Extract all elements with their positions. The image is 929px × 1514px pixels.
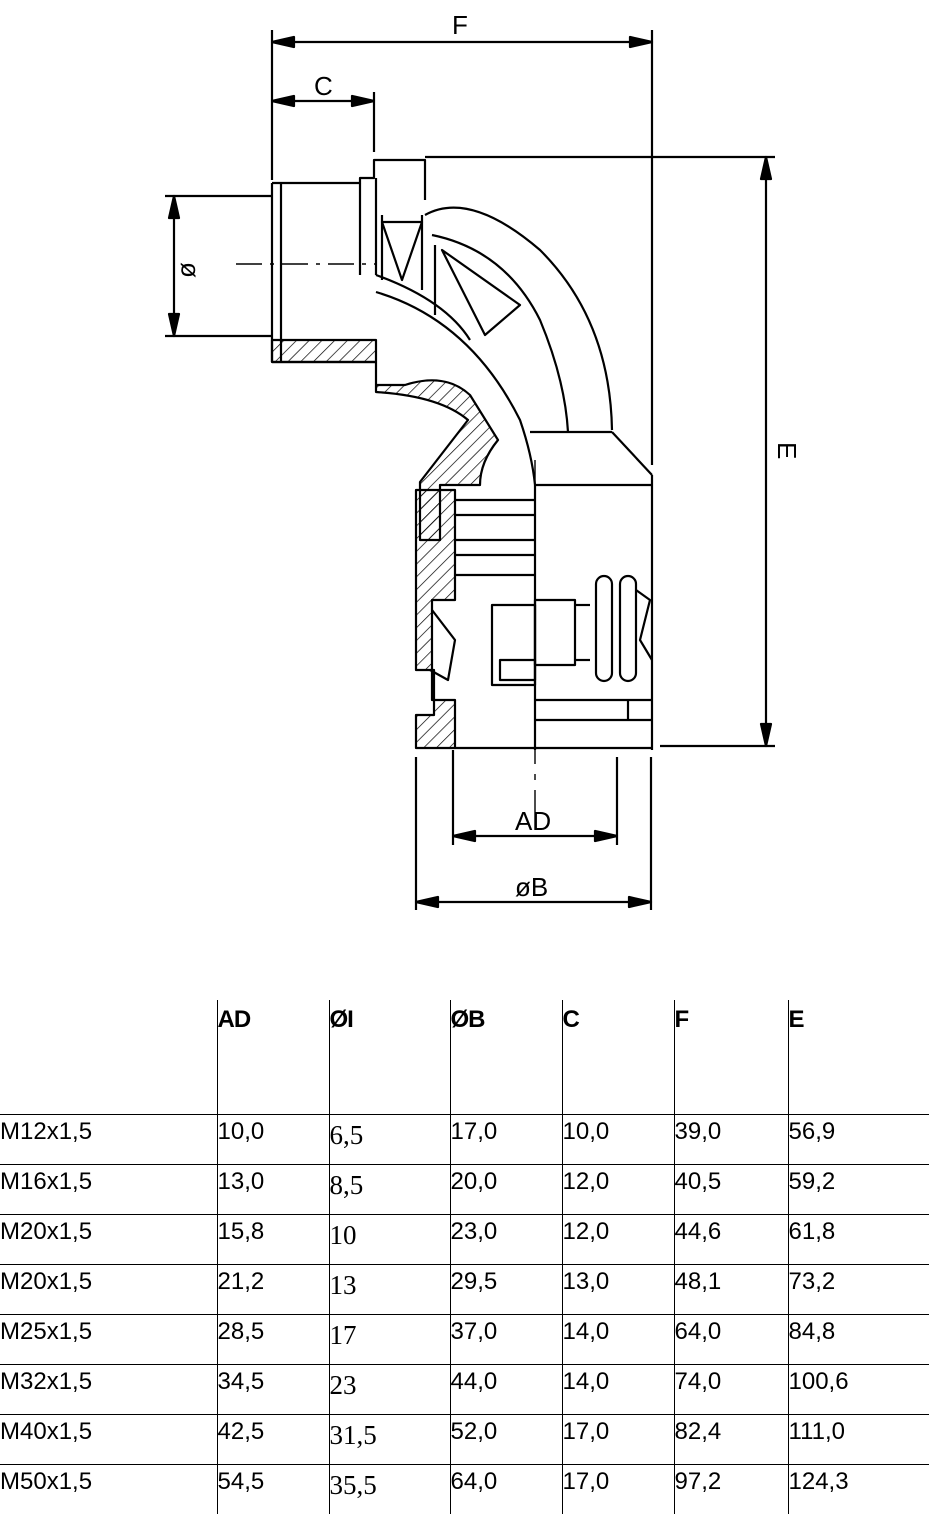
cell-e: 84,8 <box>788 1315 929 1365</box>
cell-f: 64,0 <box>674 1315 788 1365</box>
cell-f: 82,4 <box>674 1415 788 1465</box>
cell-e: 100,6 <box>788 1365 929 1415</box>
cell-ad: 28,5 <box>217 1315 329 1365</box>
cell-size: M32x1,5 <box>0 1365 217 1415</box>
cell-e: 111,0 <box>788 1415 929 1465</box>
cell-c: 12,0 <box>562 1215 674 1265</box>
label-i: ø <box>171 262 201 278</box>
label-ad: AD <box>515 806 551 836</box>
table-row: M40x1,5 42,5 31,5 52,0 17,0 82,4 111,0 <box>0 1415 929 1465</box>
cell-i: 23 <box>329 1365 450 1415</box>
cell-ad: 10,0 <box>217 1115 329 1165</box>
cell-b: 64,0 <box>450 1465 562 1514</box>
cell-f: 74,0 <box>674 1365 788 1415</box>
cell-size: M40x1,5 <box>0 1415 217 1465</box>
cell-i: 10 <box>329 1215 450 1265</box>
cell-i: 8,5 <box>329 1165 450 1215</box>
cell-e: 59,2 <box>788 1165 929 1215</box>
cell-b: 52,0 <box>450 1415 562 1465</box>
cell-f: 97,2 <box>674 1465 788 1514</box>
cell-b: 23,0 <box>450 1215 562 1265</box>
cell-f: 44,6 <box>674 1215 788 1265</box>
cell-size: M50x1,5 <box>0 1465 217 1514</box>
table-row: M12x1,5 10,0 6,5 17,0 10,0 39,0 56,9 <box>0 1115 929 1165</box>
cell-size: M16x1,5 <box>0 1165 217 1215</box>
cell-e: 56,9 <box>788 1115 929 1165</box>
dimension-c <box>272 92 374 152</box>
table-row: M20x1,5 21,2 13 29,5 13,0 48,1 73,2 <box>0 1265 929 1315</box>
label-f: F <box>452 10 468 40</box>
cell-f: 48,1 <box>674 1265 788 1315</box>
header-i: ØI <box>329 1000 450 1115</box>
cell-c: 14,0 <box>562 1365 674 1415</box>
thread-spigot <box>236 160 425 362</box>
cell-c: 17,0 <box>562 1465 674 1514</box>
technical-drawing: F C ø E AD øB <box>0 0 929 960</box>
table-row: M32x1,5 34,5 23 44,0 14,0 74,0 100,6 <box>0 1365 929 1415</box>
cell-b: 17,0 <box>450 1115 562 1165</box>
cell-c: 12,0 <box>562 1165 674 1215</box>
table-row: M20x1,5 15,8 10 23,0 12,0 44,6 61,8 <box>0 1215 929 1265</box>
table-row: M50x1,5 54,5 35,5 64,0 17,0 97,2 124,3 <box>0 1465 929 1514</box>
cell-size: M25x1,5 <box>0 1315 217 1365</box>
label-c: C <box>314 71 333 101</box>
header-f: F <box>674 1000 788 1115</box>
cell-c: 13,0 <box>562 1265 674 1315</box>
header-ad: AD <box>217 1000 329 1115</box>
cell-i: 17 <box>329 1315 450 1365</box>
cell-b: 20,0 <box>450 1165 562 1215</box>
table-row: M25x1,5 28,5 17 37,0 14,0 64,0 84,8 <box>0 1315 929 1365</box>
cell-i: 13 <box>329 1265 450 1315</box>
cell-ad: 21,2 <box>217 1265 329 1315</box>
cell-i: 35,5 <box>329 1465 450 1514</box>
cell-size: M12x1,5 <box>0 1115 217 1165</box>
cell-i: 31,5 <box>329 1415 450 1465</box>
cell-size: M20x1,5 <box>0 1215 217 1265</box>
cell-c: 10,0 <box>562 1115 674 1165</box>
header-b: ØB <box>450 1000 562 1115</box>
cell-ad: 15,8 <box>217 1215 329 1265</box>
header-c: C <box>562 1000 674 1115</box>
section-hatch <box>272 340 498 748</box>
table-header-row: AD ØI ØB C F E <box>0 1000 929 1115</box>
cell-c: 17,0 <box>562 1415 674 1465</box>
cell-size: M20x1,5 <box>0 1265 217 1315</box>
table-row: M16x1,5 13,0 8,5 20,0 12,0 40,5 59,2 <box>0 1165 929 1215</box>
nut-body <box>430 460 652 840</box>
cell-ad: 54,5 <box>217 1465 329 1514</box>
label-e: E <box>772 442 802 459</box>
cell-e: 124,3 <box>788 1465 929 1514</box>
cell-f: 39,0 <box>674 1115 788 1165</box>
cell-b: 37,0 <box>450 1315 562 1365</box>
cell-ad: 13,0 <box>217 1165 329 1215</box>
label-b: øB <box>515 872 548 902</box>
cell-e: 73,2 <box>788 1265 929 1315</box>
header-e: E <box>788 1000 929 1115</box>
cell-ad: 34,5 <box>217 1365 329 1415</box>
cell-c: 14,0 <box>562 1315 674 1365</box>
cell-b: 29,5 <box>450 1265 562 1315</box>
cell-e: 61,8 <box>788 1215 929 1265</box>
cell-ad: 42,5 <box>217 1415 329 1465</box>
cell-i: 6,5 <box>329 1115 450 1165</box>
header-size <box>0 1000 217 1115</box>
dimension-table: AD ØI ØB C F E M12x1,5 10,0 6,5 17,0 10,… <box>0 1000 929 1514</box>
cell-b: 44,0 <box>450 1365 562 1415</box>
cell-f: 40,5 <box>674 1165 788 1215</box>
